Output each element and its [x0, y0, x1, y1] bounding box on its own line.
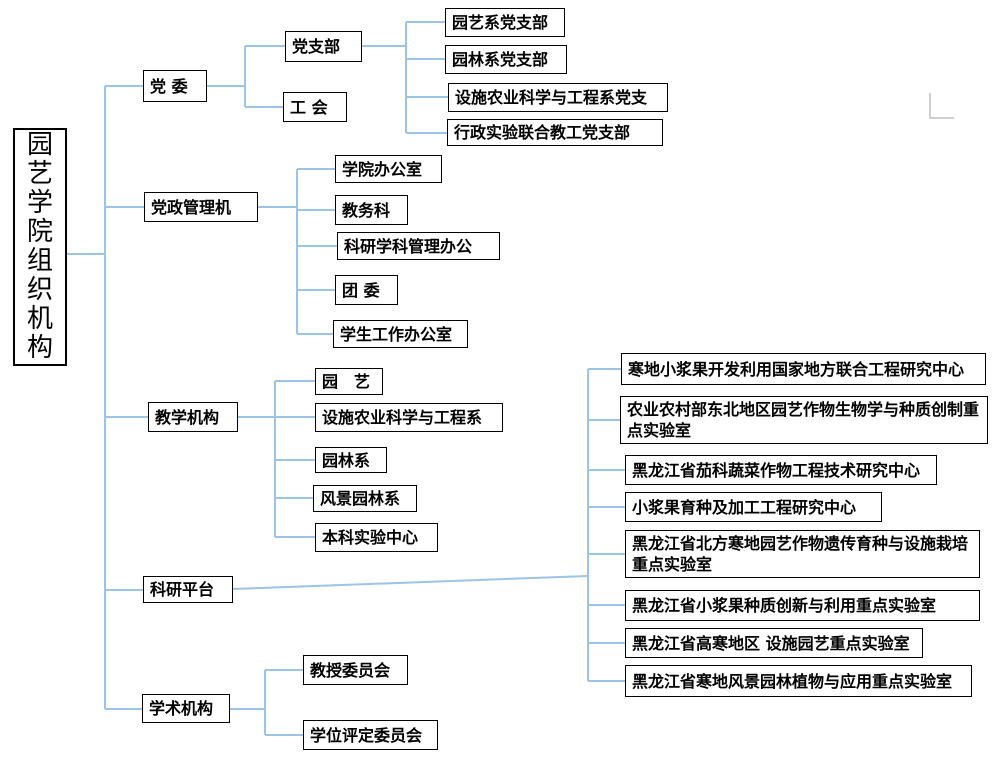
node-root: 园艺学院组织机构 [13, 128, 67, 366]
node-moa-key-lab: 农业农村部东北地区园艺作物生物学与种质创制重点实验室 [620, 396, 988, 444]
node-alpine-facility-lab: 黑龙江省高寒地区 设施园艺重点实验室 [625, 628, 923, 658]
node-professor-committee: 教授委员会 [303, 655, 408, 685]
node-facility-agri-party-branch: 设施农业科学与工程系党支 [448, 83, 668, 112]
node-berry-breeding-center: 小浆果育种及加工工程研究中心 [625, 492, 882, 522]
node-research-discipline-office: 科研学科管理办公 [337, 232, 500, 260]
node-undergrad-lab-center: 本科实验中心 [315, 523, 438, 552]
node-research-platform: 科研平台 [143, 576, 233, 603]
node-solanaceae-center: 黑龙江省茄科蔬菜作物工程技术研究中心 [625, 455, 937, 485]
root-label: 园艺学院组织机构 [26, 130, 53, 363]
node-horticulture-party-branch: 园艺系党支部 [445, 8, 565, 37]
node-horticulture-dept: 园 艺 [315, 368, 383, 395]
node-teaching-org: 教学机构 [148, 402, 238, 432]
node-landscape-arch-dept: 风景园林系 [313, 485, 417, 512]
connector [232, 575, 589, 590]
corner-mark [929, 93, 954, 119]
node-berry-germplasm-lab: 黑龙江省小浆果种质创新与利用重点实验室 [625, 590, 980, 621]
node-party-admin-org: 党政管理机 [144, 192, 258, 222]
node-admin-lab-party-branch: 行政实验联合教工党支部 [447, 119, 663, 146]
node-academic-affairs: 教务科 [335, 195, 408, 225]
node-landscape-party-branch: 园林系党支部 [445, 45, 567, 74]
node-cold-region-breeding-lab: 黑龙江省北方寒地园艺作物遗传育种与设施栽培重点实验室 [625, 530, 980, 578]
node-youth-league: 团 委 [335, 275, 398, 305]
node-degree-committee: 学位评定委员会 [303, 720, 438, 750]
node-college-office: 学院办公室 [335, 155, 442, 183]
node-party-committee: 党 委 [143, 70, 207, 102]
node-labor-union: 工 会 [283, 92, 347, 122]
node-facility-agri-dept: 设施农业科学与工程系 [315, 403, 503, 432]
node-academic-org: 学术机构 [142, 694, 230, 723]
node-student-affairs-office: 学生工作办公室 [333, 320, 468, 348]
node-landscape-plants-lab: 黑龙江省寒地风景园林植物与应用重点实验室 [625, 665, 972, 697]
node-berry-national-center: 寒地小浆果开发利用国家地方联合工程研究中心 [621, 353, 986, 385]
node-landscape-dept: 园林系 [315, 447, 387, 473]
node-party-branch-group: 党支部 [285, 31, 362, 62]
